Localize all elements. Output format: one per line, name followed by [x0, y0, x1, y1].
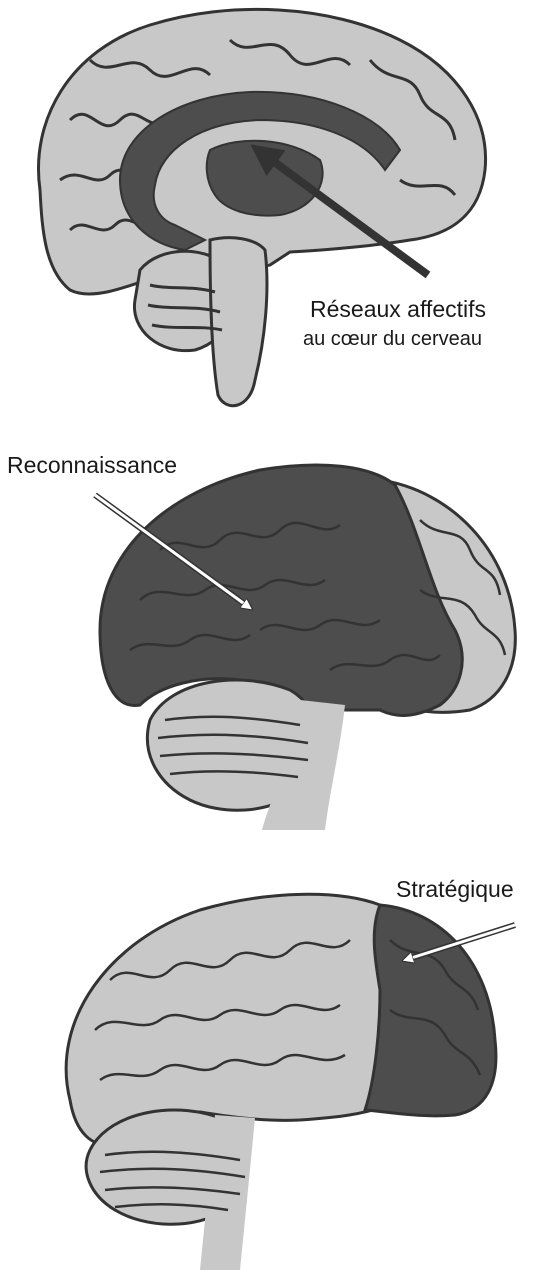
medial-brain-panel: Réseaux affectifs au cœur du cerveau [0, 0, 539, 430]
strategic-brain-panel: Stratégique [0, 850, 539, 1283]
affective-label-line1: Réseaux affectifs [310, 296, 486, 323]
medial-brain-diagram [0, 0, 539, 430]
affective-label-line2: au cœur du cerveau [303, 328, 482, 351]
recognition-brain-diagram [0, 430, 539, 850]
strategic-cerebrum [66, 894, 400, 1145]
recognition-label: Reconnaissance [7, 452, 177, 479]
strategic-label: Stratégique [396, 876, 514, 903]
medial-brainstem [210, 238, 267, 406]
recognition-brain-panel: Reconnaissance [0, 430, 539, 850]
strategic-brain-diagram [0, 850, 539, 1283]
